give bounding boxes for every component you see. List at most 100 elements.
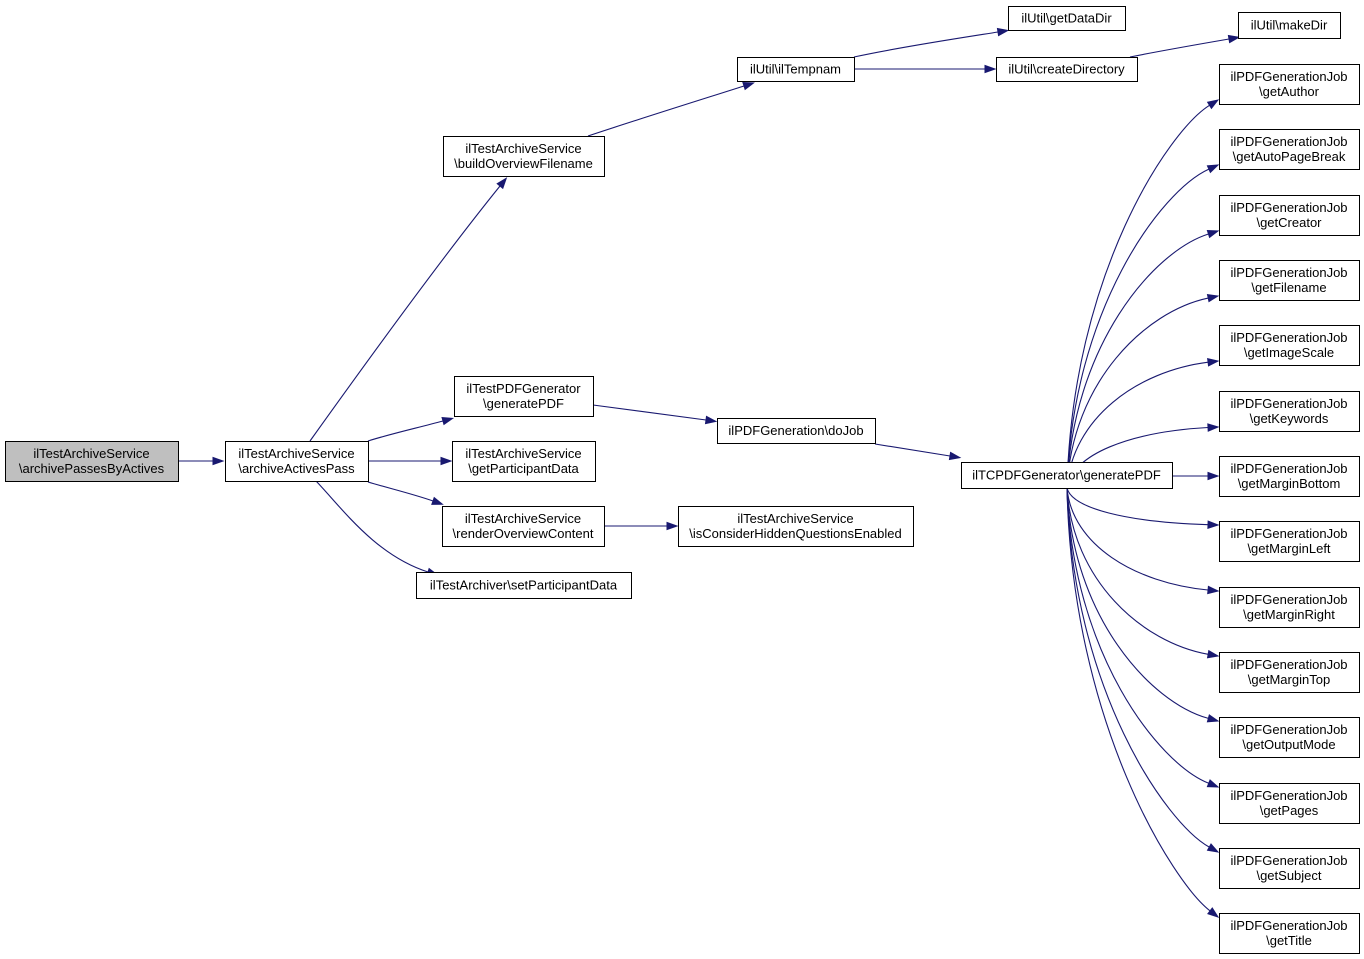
node-label-line: ilTestArchiveService xyxy=(33,446,149,461)
edge-tmp-to-cdir xyxy=(854,64,997,74)
edge-line xyxy=(874,443,951,457)
arrowhead xyxy=(996,27,1010,37)
node-box xyxy=(1219,652,1360,693)
edge-line xyxy=(1066,487,1209,591)
node-j_mright[interactable]: ilPDFGenerationJob\getMarginRight xyxy=(1219,587,1360,628)
node-label-line: \getPages xyxy=(1260,803,1319,818)
arrowhead xyxy=(1207,907,1220,918)
arrowhead xyxy=(704,415,718,425)
edge-line xyxy=(1066,104,1210,489)
edge-line xyxy=(1066,487,1211,912)
node-dojob[interactable]: ilPDFGeneration\doJob xyxy=(717,418,876,444)
edge-cdir-to-mkd xyxy=(1129,34,1241,58)
arrowhead xyxy=(1206,230,1220,239)
arrowhead xyxy=(431,496,444,505)
node-j_creator[interactable]: ilPDFGenerationJob\getCreator xyxy=(1219,195,1360,236)
node-label-line: ilTestArchiveService xyxy=(465,446,581,461)
node-label-line: \getKeywords xyxy=(1250,411,1329,426)
node-label-line: \getParticipantData xyxy=(468,461,579,476)
node-j_subject[interactable]: ilPDFGenerationJob\getSubject xyxy=(1219,848,1360,889)
edge-aap-to-gpd xyxy=(368,456,453,466)
arrowhead xyxy=(1207,471,1220,481)
node-box xyxy=(1008,6,1126,31)
node-j_mleft[interactable]: ilPDFGenerationJob\getMarginLeft xyxy=(1219,521,1360,562)
node-box xyxy=(717,418,876,444)
edge-tcpdf-to-j_title xyxy=(1066,487,1220,918)
node-tcpdf[interactable]: ilTCPDFGenerator\generatePDF xyxy=(961,462,1173,489)
node-j_pages[interactable]: ilPDFGenerationJob\getPages xyxy=(1219,783,1360,824)
node-roc[interactable]: ilTestArchiveService\renderOverviewConte… xyxy=(442,506,605,547)
edge-line xyxy=(1066,487,1209,526)
node-label-line: ilPDFGenerationJob xyxy=(1230,396,1347,411)
node-box xyxy=(442,506,605,547)
node-j_title[interactable]: ilPDFGenerationJob\getTitle xyxy=(1219,913,1360,954)
node-tpg[interactable]: ilTestPDFGenerator\generatePDF xyxy=(454,376,594,417)
arrowhead xyxy=(666,521,679,531)
arrowhead xyxy=(742,82,755,91)
node-j_keywords[interactable]: ilPDFGenerationJob\getKeywords xyxy=(1219,391,1360,432)
edge-line xyxy=(315,480,429,573)
node-aap[interactable]: ilTestArchiveService\archiveActivesPass xyxy=(225,441,369,482)
edge-line xyxy=(592,404,707,421)
edge-dojob-to-tcpdf xyxy=(874,443,962,461)
node-label-line: \getMarginRight xyxy=(1243,607,1335,622)
node-label-line: ilPDFGenerationJob xyxy=(1230,134,1347,149)
node-j_imgscale[interactable]: ilPDFGenerationJob\getImageScale xyxy=(1219,325,1360,366)
arrowhead xyxy=(1207,423,1220,432)
node-bof[interactable]: ilTestArchiveService\buildOverviewFilena… xyxy=(443,136,605,177)
node-root[interactable]: ilTestArchiveService\archivePassesByActi… xyxy=(5,441,179,482)
node-tmp[interactable]: ilUtil\ilTempnam xyxy=(737,57,855,82)
edge-line xyxy=(1066,168,1210,489)
edge-tcpdf-to-j_author xyxy=(1066,99,1220,489)
edge-line xyxy=(1066,487,1209,784)
edge-tcpdf-to-j_mleft xyxy=(1066,487,1220,529)
node-label-line: \generatePDF xyxy=(483,396,564,411)
edge-line xyxy=(1129,38,1230,58)
edge-root-to-aap xyxy=(173,456,225,466)
node-label-line: ilUtil\ilTempnam xyxy=(750,62,841,77)
node-spd[interactable]: ilTestArchiver\setParticipantData xyxy=(416,572,632,599)
node-gdd[interactable]: ilUtil\getDataDir xyxy=(1008,6,1126,31)
edge-line xyxy=(1066,487,1210,848)
arrowhead xyxy=(440,456,453,466)
node-gpd[interactable]: ilTestArchiveService\getParticipantData xyxy=(452,441,596,482)
node-j_outmode[interactable]: ilPDFGenerationJob\getOutputMode xyxy=(1219,717,1360,758)
node-j_filename[interactable]: ilPDFGenerationJob\getFilename xyxy=(1219,260,1360,301)
node-j_mtop[interactable]: ilPDFGenerationJob\getMarginTop xyxy=(1219,652,1360,693)
arrowhead xyxy=(1207,585,1220,595)
edge-tcpdf-to-j_outmode xyxy=(1066,487,1220,723)
node-label-line: ilPDFGenerationJob xyxy=(1230,265,1347,280)
node-j_mbottom[interactable]: ilPDFGenerationJob\getMarginBottom xyxy=(1219,456,1360,497)
node-j_apb[interactable]: ilPDFGenerationJob\getAutoPageBreak xyxy=(1219,129,1360,170)
node-label-line: \getFilename xyxy=(1251,280,1326,295)
node-label-line: \isConsiderHiddenQuestionsEnabled xyxy=(689,526,901,541)
node-label-line: \getMarginBottom xyxy=(1238,476,1341,491)
arrowhead xyxy=(1227,34,1241,44)
node-box xyxy=(1219,391,1360,432)
node-label-line: \archiveActivesPass xyxy=(238,461,355,476)
node-label-line: ilPDFGenerationJob xyxy=(1230,592,1347,607)
edge-tcpdf-to-j_apb xyxy=(1066,164,1220,489)
node-box xyxy=(961,462,1173,489)
node-label-line: ilPDFGenerationJob xyxy=(1230,918,1347,933)
arrowhead xyxy=(1206,649,1220,659)
node-box xyxy=(1219,325,1360,366)
edge-line xyxy=(1066,487,1209,719)
node-label-line: \getTitle xyxy=(1266,933,1312,948)
edge-tcpdf-to-j_subject xyxy=(1066,487,1220,853)
node-label-line: ilPDFGenerationJob xyxy=(1230,526,1347,541)
node-j_author[interactable]: ilPDFGenerationJob\getAuthor xyxy=(1219,64,1360,105)
edge-aap-to-tpg xyxy=(367,416,455,442)
node-label-line: ilTestArchiver\setParticipantData xyxy=(430,578,618,593)
node-label-line: ilTestArchiveService xyxy=(737,511,853,526)
edge-aap-to-roc xyxy=(367,481,444,505)
node-ichq[interactable]: ilTestArchiveService\isConsiderHiddenQue… xyxy=(678,506,914,547)
arrowhead xyxy=(1206,779,1220,788)
node-cdir[interactable]: ilUtil\createDirectory xyxy=(996,57,1138,82)
node-box xyxy=(225,441,369,482)
node-label-line: ilPDFGenerationJob xyxy=(1230,853,1347,868)
node-label-line: \getImageScale xyxy=(1244,345,1334,360)
node-mkd[interactable]: ilUtil\makeDir xyxy=(1238,12,1341,39)
node-box xyxy=(737,57,855,82)
